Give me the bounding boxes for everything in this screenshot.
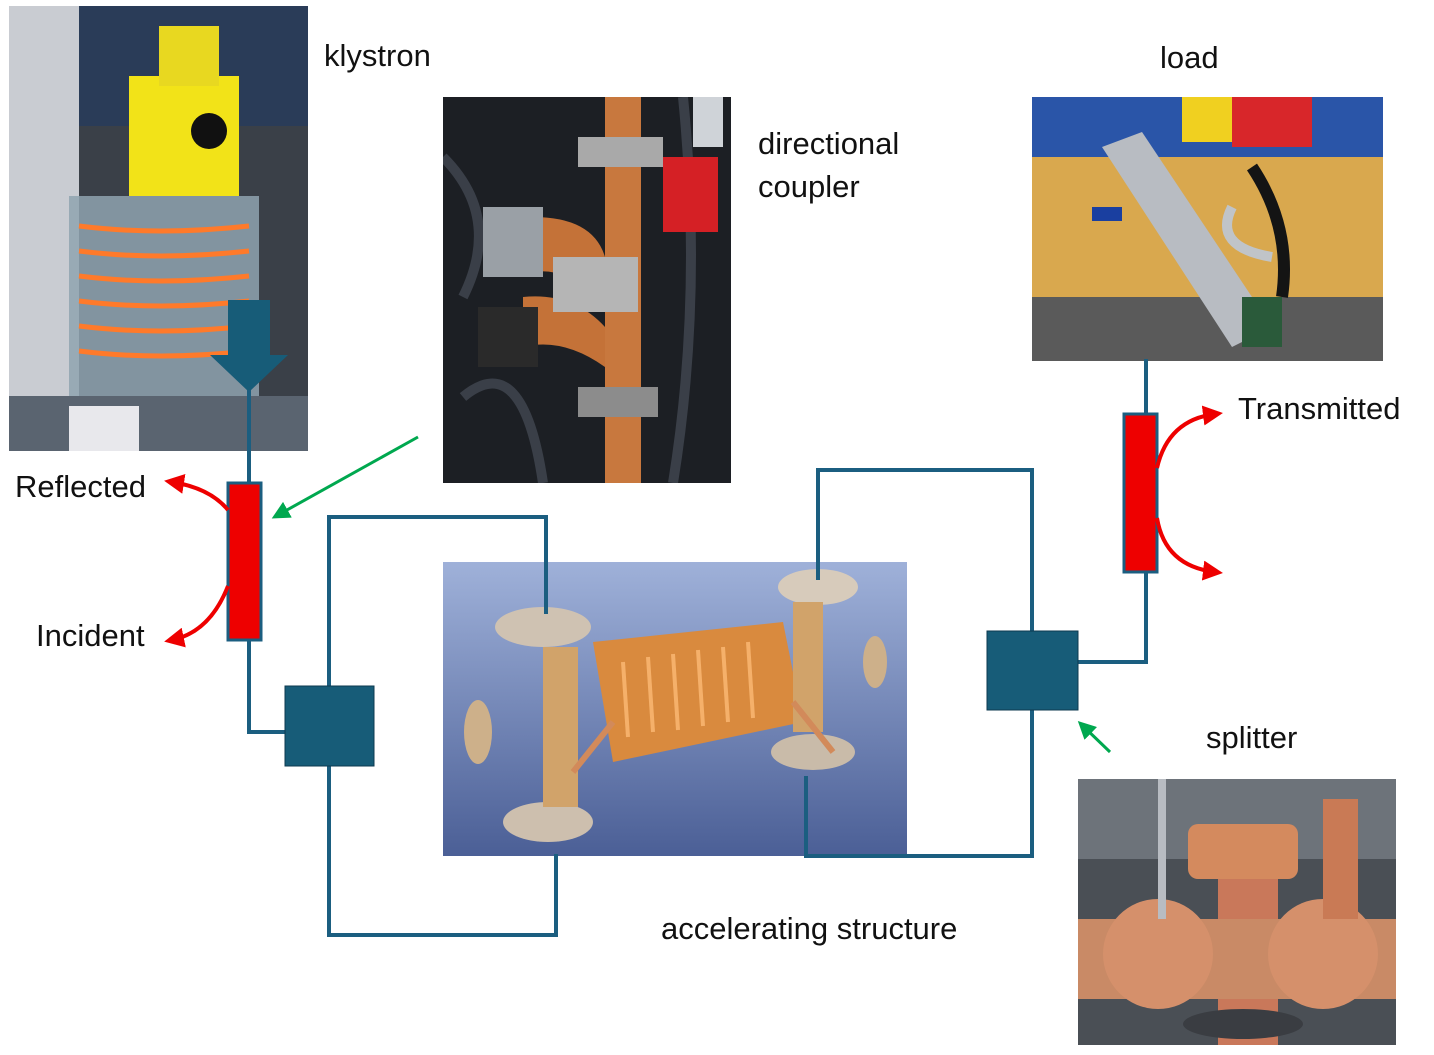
reflected-label: Reflected bbox=[15, 469, 146, 504]
waveguide-line bbox=[247, 638, 287, 734]
waveguide-line bbox=[1076, 570, 1148, 664]
incident-label: Incident bbox=[36, 618, 145, 653]
klystron-label: klystron bbox=[324, 38, 431, 73]
output-directional-coupler bbox=[1122, 412, 1159, 574]
splitter-photo bbox=[1078, 779, 1396, 1045]
waveguide-line bbox=[327, 764, 558, 937]
coupler-pointer-arrow bbox=[271, 435, 419, 519]
transmitted-arrow bbox=[1155, 405, 1223, 469]
directional-coupler-photo bbox=[443, 97, 731, 483]
right-splitter-block bbox=[986, 630, 1079, 711]
klystron-output-arrow bbox=[210, 300, 288, 392]
directional-coupler-label-line1: directional bbox=[758, 126, 900, 161]
splitter-label: splitter bbox=[1206, 720, 1298, 755]
waveguide-line bbox=[804, 708, 1034, 858]
incident-arrow bbox=[164, 585, 230, 648]
directional-coupler-label-line2: coupler bbox=[758, 169, 860, 204]
accelerating-structure-photo bbox=[443, 562, 907, 856]
accelerating-structure-label: accelerating structure bbox=[661, 911, 958, 946]
transmitted-label: Transmitted bbox=[1238, 391, 1401, 426]
klystron-photo bbox=[9, 6, 308, 451]
waveguide-line bbox=[816, 468, 1034, 633]
input-directional-coupler bbox=[226, 481, 263, 642]
load-photo bbox=[1032, 97, 1383, 361]
waveguide-line bbox=[327, 515, 548, 688]
splitter-pointer-arrow bbox=[1077, 721, 1112, 754]
left-splitter-block bbox=[284, 685, 375, 767]
reflected-arrow bbox=[164, 473, 230, 512]
transmitted-lower-arrow bbox=[1155, 517, 1223, 581]
load-label: load bbox=[1160, 40, 1219, 75]
